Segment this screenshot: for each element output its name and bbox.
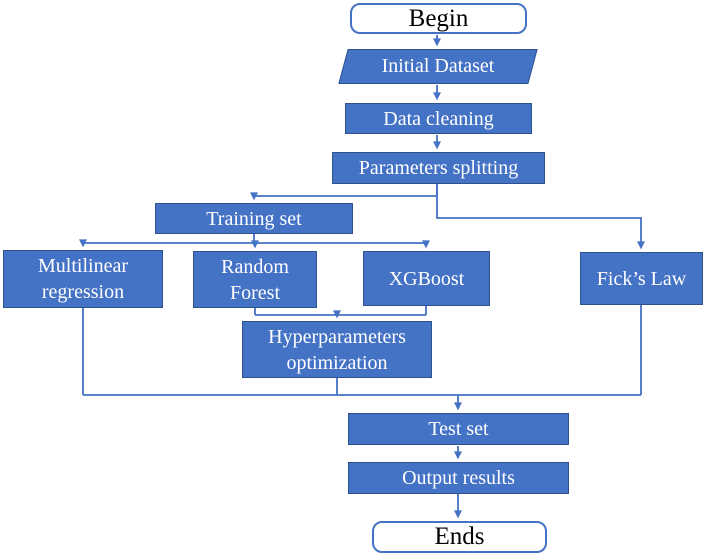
edge-parameters-splitting-to-training-set <box>250 184 438 201</box>
edge-parameters-splitting-to-ficks-law <box>436 184 645 250</box>
node-test-set-label: Test set <box>428 418 489 440</box>
node-initial-dataset: Initial Dataset <box>338 49 538 84</box>
node-xgboost: XGBoost <box>363 251 490 306</box>
node-ficks-law-label: Fick’s Law <box>596 267 687 290</box>
node-parameters-splitting: Parameters splitting <box>332 152 545 184</box>
node-parameters-splitting-label: Parameters splitting <box>358 157 519 179</box>
node-data-cleaning: Data cleaning <box>345 103 532 134</box>
node-output-results-label: Output results <box>402 467 515 489</box>
node-hyperparameters-optimization-label: Hyperparameters optimization <box>268 325 406 374</box>
node-ficks-law: Fick’s Law <box>580 252 703 305</box>
node-ends-label: Ends <box>434 523 485 550</box>
node-ends: Ends <box>372 521 547 553</box>
node-hyperparameters-optimization: Hyperparameters optimization <box>242 321 432 378</box>
node-random-forest: Random Forest <box>193 251 317 308</box>
node-xgboost-label: XGBoost <box>388 267 465 290</box>
node-output-results: Output results <box>348 462 569 494</box>
node-random-forest-label: Random Forest <box>221 255 289 304</box>
node-data-cleaning-label: Data cleaning <box>383 107 494 130</box>
node-multilinear-regression: Multilinear regression <box>3 250 163 308</box>
node-training-set-label: Training set <box>206 207 302 230</box>
node-training-set: Training set <box>155 203 353 234</box>
node-begin-label: Begin <box>408 4 469 32</box>
node-multilinear-regression-label: Multilinear regression <box>38 255 128 303</box>
node-initial-dataset-label: Initial Dataset <box>381 55 495 77</box>
node-begin: Begin <box>350 3 527 34</box>
node-test-set: Test set <box>348 413 569 445</box>
